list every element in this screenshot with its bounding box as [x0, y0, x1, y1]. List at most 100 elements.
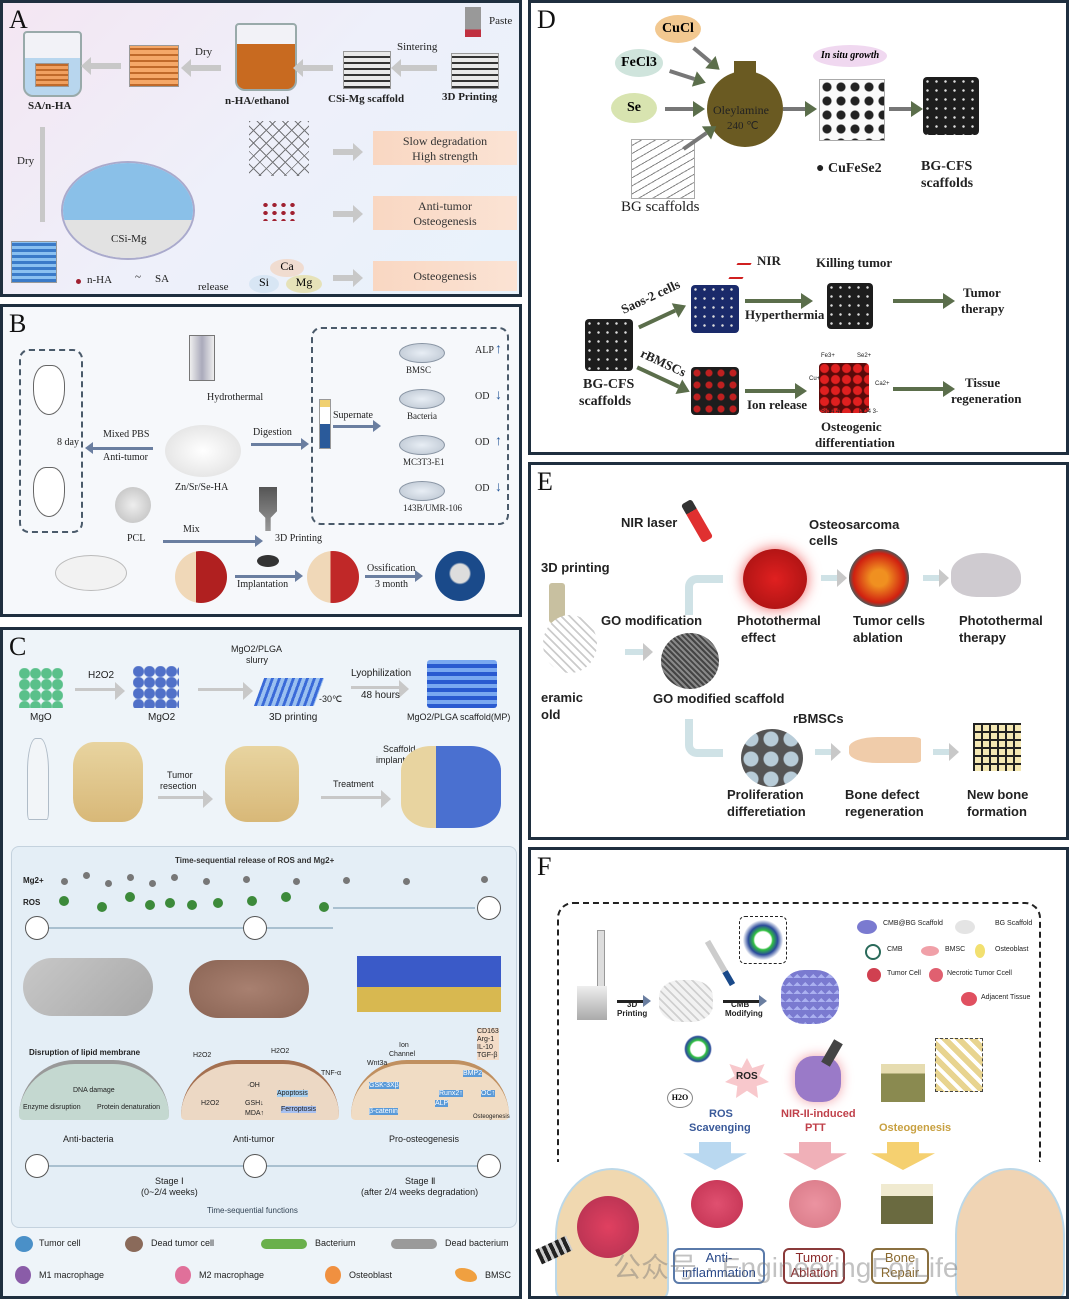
mouse-top-icon — [33, 365, 65, 415]
bg-scaffolds-label: BG scaffolds — [621, 199, 700, 215]
cmb-particle — [681, 1032, 715, 1066]
arrow-a3 — [293, 59, 333, 77]
panel-e: E NIR laser 3D printing eramic old GO mo… — [528, 462, 1069, 840]
mg-row-label: Mg2+ — [23, 876, 44, 885]
arrow-cmb — [723, 995, 767, 1007]
osteoblast-icon — [325, 1266, 341, 1284]
ros-particle — [187, 900, 197, 910]
panel-c-label: C — [9, 632, 27, 661]
outcome-2-l1: NIR-II-induced — [781, 1108, 856, 1120]
arrow-a1 — [81, 57, 121, 75]
defect-circle-1 — [175, 551, 227, 603]
ros-particle — [97, 902, 107, 912]
tumor-cell-legend-icon — [867, 968, 881, 982]
tnf-label: TNF-α — [321, 1070, 341, 1077]
csi-mg-scaffold — [343, 51, 391, 89]
wnt-label: Wnt3a — [367, 1060, 388, 1067]
duration-label: 3 month — [375, 579, 409, 590]
arrow-supernate — [333, 420, 381, 432]
arrow-to-bgcfs — [889, 101, 923, 117]
ros-particle — [247, 896, 257, 906]
network-icon — [249, 121, 309, 176]
sa-nha-scaffold — [35, 63, 69, 87]
down-arrow-icon: ↓ — [495, 386, 502, 402]
bone-zoom-icon — [935, 1038, 983, 1092]
ros-particle — [213, 898, 223, 908]
tag-anti-inflammation: Anti- inflammation — [673, 1248, 765, 1284]
ion-si: Si — [249, 275, 279, 293]
bgcfs-label-2: scaffolds — [921, 176, 974, 191]
bgcfs-start-label-2: scaffolds — [579, 394, 632, 409]
implant-label-2: implantation — [376, 755, 425, 765]
bend-arrow-up — [685, 575, 723, 615]
ros-particle — [59, 896, 69, 906]
alp-label: ALP — [435, 1100, 449, 1107]
rbmsc-scaffold — [741, 729, 803, 787]
function-anti-tumor: Anti-tumor — [233, 1134, 275, 1144]
arrow-ossification — [365, 570, 423, 582]
panel-b-label: B — [9, 309, 27, 338]
arrow-anti-tumor — [93, 447, 153, 450]
outcome-2-line1: Anti-tumor — [418, 199, 472, 213]
ros-row-label: ROS — [23, 898, 41, 907]
hydrothermal-label: Hydrothermal — [207, 392, 264, 403]
tumor-label-2: resection — [160, 781, 197, 791]
tag-2-l1: Tumor — [795, 1250, 833, 1265]
legend-osteoblast: Osteoblast — [349, 1270, 393, 1280]
cufese-scaffold — [819, 79, 885, 141]
pcl-icon — [115, 487, 151, 523]
tag-3-l2: Repair — [880, 1265, 920, 1280]
function-pro-osteogenesis: Pro-osteogenesis — [389, 1134, 460, 1144]
adjacent-tissue-legend-icon — [961, 992, 977, 1006]
ion-fe: Fe3+ — [821, 353, 835, 359]
arrow-ion-release — [745, 383, 807, 399]
osteosarcoma-label-1: Osteosarcoma — [809, 517, 900, 532]
legend-bmsc: BMSC — [485, 1270, 512, 1280]
tumor-cells-image — [189, 960, 309, 1018]
assay-readout-2: OD — [475, 391, 490, 402]
flask-neck — [734, 61, 756, 79]
protein-label: Protein denaturation — [97, 1104, 161, 1111]
ros-particle — [165, 898, 175, 908]
dna-label: DNA damage — [73, 1087, 115, 1094]
mouse-box — [19, 349, 83, 533]
timeline-upper — [49, 927, 333, 929]
tumor-cell-icon — [15, 1236, 33, 1252]
3d-printing-label: 3D Printing — [442, 91, 498, 103]
digestion-label: Digestion — [253, 427, 292, 438]
ceramic-label-1: eramic — [541, 690, 583, 705]
sa-legend-label: SA — [155, 273, 170, 285]
implantation-label: Implantation — [237, 579, 289, 590]
flask-label-1: Oleylamine — [713, 103, 769, 117]
panel-e-label: E — [537, 467, 553, 496]
tumor-therapy-2: therapy — [961, 301, 1005, 316]
top-step-1-l1: Photothermal — [737, 613, 821, 628]
bottom-step-1-l1: Proliferation — [727, 787, 804, 802]
legend-dead-bacterium: Dead bacterium — [445, 1238, 509, 1248]
arrow-dry-down — [40, 127, 45, 222]
mgo-particles — [19, 668, 63, 708]
tag-1-l2: inflammation — [682, 1265, 756, 1280]
bgcfs-label-1: BG-CFS — [921, 159, 973, 174]
cmb-label-1: CMB — [731, 1000, 750, 1009]
flask-label-2: 240 ℃ — [727, 120, 759, 132]
defect-circle-2 — [307, 551, 359, 603]
function-anti-bacteria: Anti-bacteria — [63, 1134, 114, 1144]
legend-dead-tumor-cell: Dead tumor cell — [151, 1238, 215, 1248]
arrow-outcome-2 — [333, 205, 363, 223]
clock-icon — [243, 916, 267, 940]
bgcfs-cube-start — [585, 319, 633, 371]
nir-laser-label: NIR laser — [621, 515, 678, 530]
bmsc-legend-icon — [921, 946, 939, 956]
bacteria-image — [23, 958, 153, 1016]
cmb-label-2: Modifying — [725, 1009, 763, 1018]
arrow-tumor-resection — [158, 790, 213, 808]
legend-bg: BG Scaffold — [995, 920, 1033, 927]
arrow-digestion — [251, 438, 309, 450]
insitu-label: In situ growth — [820, 50, 880, 61]
ion-ca: Ca2+ — [875, 381, 890, 387]
clock-icon — [477, 896, 501, 920]
bottom-step-3-l2: formation — [967, 804, 1027, 819]
stage2-title: Stage Ⅱ — [405, 1176, 436, 1186]
cmb-bg-scaffold — [781, 970, 839, 1024]
